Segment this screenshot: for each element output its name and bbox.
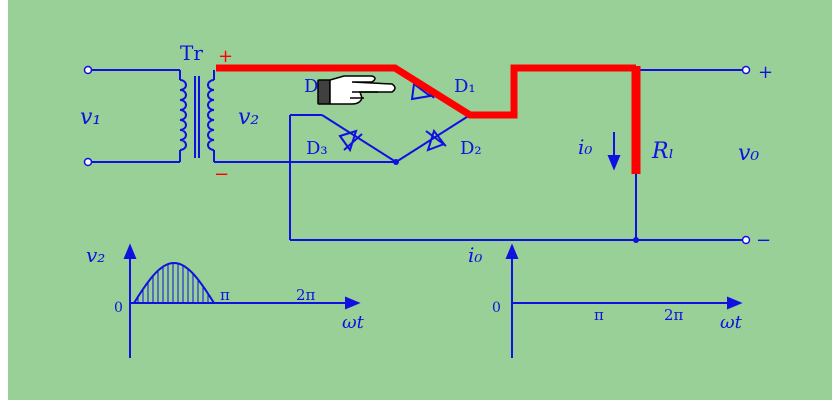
current-path-forward	[216, 64, 636, 119]
output-plus-label: +	[758, 62, 773, 83]
io-graph: i₀ 0 π 2π ωt	[468, 243, 743, 358]
io-graph-y-arrow	[505, 243, 519, 259]
v2-graph-pi: π	[220, 286, 230, 304]
bridge-d3-leg	[321, 114, 397, 163]
v2-graph-ylabel: v₂	[86, 243, 105, 267]
v2-graph-origin: 0	[114, 300, 123, 316]
current-arrow	[607, 132, 621, 171]
diode-d3-symbol	[338, 129, 363, 153]
primary-coil	[179, 79, 187, 151]
d3-label: D₃	[306, 138, 328, 159]
io-graph-2pi: 2π	[664, 306, 684, 324]
v2-label: v₂	[238, 105, 259, 130]
output-terminal-negative	[741, 235, 751, 245]
diagram-background	[8, 0, 832, 400]
io-graph-origin: 0	[492, 300, 501, 316]
terminals	[83, 65, 751, 245]
v2-wave-curve	[133, 261, 215, 304]
io-label: i₀	[578, 135, 592, 159]
v2-graph-2pi: 2π	[296, 286, 316, 304]
io-graph-ylabel: i₀	[468, 243, 482, 267]
pointing-hand-icon	[317, 75, 396, 105]
v2-graph-xlabel: ωt	[342, 312, 365, 333]
output-minus-label: −	[756, 230, 771, 251]
io-graph-xlabel: ωt	[720, 312, 743, 333]
secondary-minus-label: −	[214, 164, 229, 185]
io-graph-x-arrow	[727, 296, 743, 310]
circuit-wiring	[92, 69, 742, 241]
v1-label: v₁	[80, 105, 101, 130]
circuit-labels: Tr v₁ v₂ D₁ D₂ D₃ D i₀ Rₗ v₀ + −	[80, 41, 773, 251]
secondary-plus-label: +	[218, 46, 233, 67]
bridge-d2-leg	[395, 114, 471, 163]
diode-d2-symbol	[425, 128, 447, 152]
transformer	[179, 70, 215, 162]
d4-label: D	[304, 76, 318, 97]
v2-half-wave	[133, 261, 215, 304]
d2-label: D₂	[460, 138, 482, 159]
io-graph-pi: π	[594, 306, 604, 324]
rl-label: Rₗ	[651, 139, 674, 164]
input-terminal-bottom	[83, 157, 93, 167]
output-terminal-positive	[741, 65, 751, 75]
d1-label: D₁	[454, 76, 476, 97]
v2-graph-x-arrow	[345, 296, 361, 310]
polarity-labels: + −	[214, 46, 233, 185]
current-path	[216, 64, 641, 174]
input-terminal-top	[83, 65, 93, 75]
secondary-coil	[207, 79, 215, 151]
vo-label: v₀	[738, 141, 759, 166]
v2-graph: v₂ 0 π 2π ωt	[86, 243, 365, 358]
transformer-label: Tr	[180, 41, 203, 65]
v2-graph-y-arrow	[123, 243, 137, 259]
